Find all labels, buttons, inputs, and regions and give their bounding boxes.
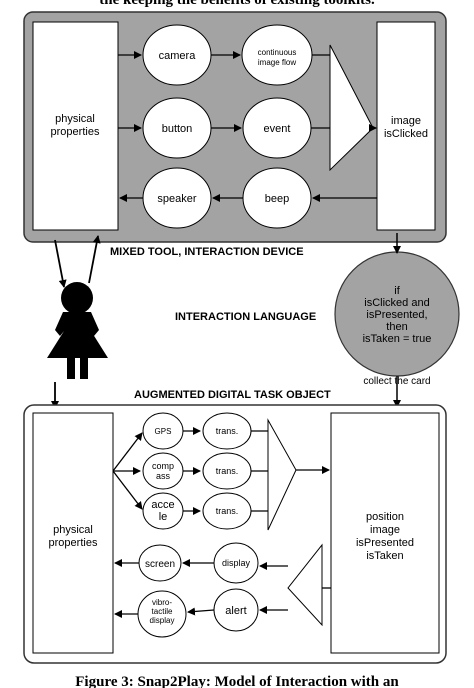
button-label: button bbox=[162, 123, 193, 135]
screen-label: screen bbox=[145, 559, 175, 570]
position-image-box bbox=[330, 412, 440, 654]
trans-label-2: trans. bbox=[216, 466, 239, 476]
mixed-tool-merge-triangle bbox=[329, 44, 374, 172]
header-text: the keeping the benefits of existing too… bbox=[99, 0, 375, 8]
task-physical-properties-label-line: physical bbox=[53, 524, 93, 536]
person-body bbox=[47, 312, 108, 358]
interaction-rule-text-line: isPresented, bbox=[366, 309, 427, 321]
vibrotactile-display-label-line: vibro- bbox=[152, 598, 172, 607]
task-physical-properties-box bbox=[32, 412, 114, 654]
gps-label: GPS bbox=[155, 427, 172, 436]
arrow-props-accel bbox=[112, 470, 143, 510]
beep-label: beep bbox=[265, 193, 289, 205]
interaction-rule-text-line: isTaken = true bbox=[363, 333, 432, 345]
speaker-label: speaker bbox=[157, 193, 196, 205]
mixed-tool-physical-properties-label-line: physical bbox=[55, 113, 95, 125]
person-left-leg bbox=[67, 357, 75, 379]
image-flow-label-line: continuous bbox=[258, 48, 297, 57]
camera-label: camera bbox=[159, 50, 197, 62]
arrow-person-to-device bbox=[88, 235, 101, 284]
position-image-label-line: isTaken bbox=[366, 550, 403, 562]
arrow-alert-vibro bbox=[187, 607, 215, 616]
display-label: display bbox=[222, 558, 251, 568]
sensor-merge-triangle bbox=[267, 418, 297, 531]
mixed-tool-physical-properties-label-line: properties bbox=[51, 126, 100, 138]
image-flow-label-line: image flow bbox=[258, 58, 296, 67]
image-isclicked-box bbox=[376, 21, 436, 231]
arrow-props-gps bbox=[112, 432, 143, 472]
vibrotactile-display-label-line: tactile bbox=[152, 607, 173, 616]
task-physical-properties-label-line: properties bbox=[49, 537, 98, 549]
trans-label-1: trans. bbox=[216, 426, 239, 436]
arrow-device-to-person bbox=[54, 239, 67, 288]
compass-label-line: ass bbox=[156, 471, 171, 481]
image-isclicked-label-line: image bbox=[391, 115, 421, 127]
accelerometer-label-line: acce bbox=[151, 499, 174, 511]
position-image-label-line: image bbox=[370, 524, 400, 536]
compass-label-line: comp bbox=[152, 461, 174, 471]
task-object-title: AUGMENTED DIGITAL TASK OBJECT bbox=[134, 389, 331, 401]
position-image-label-line: position bbox=[366, 511, 404, 523]
person-right-leg bbox=[80, 357, 88, 379]
figure-caption: Figure 3: Snap2Play: Model of Interactio… bbox=[75, 674, 399, 688]
trans-label-3: trans. bbox=[216, 506, 239, 516]
interaction-rule-text-line: if bbox=[394, 285, 400, 297]
alert-label: alert bbox=[225, 605, 246, 617]
event-label: event bbox=[264, 123, 291, 135]
image-isclicked-label-line: isClicked bbox=[384, 128, 428, 140]
output-split-triangle bbox=[287, 543, 323, 627]
mixed-tool-title: MIXED TOOL, INTERACTION DEVICE bbox=[110, 246, 304, 258]
position-image-label-line: isPresented bbox=[356, 537, 414, 549]
person-figure bbox=[47, 235, 108, 409]
accelerometer-label-line: le bbox=[159, 511, 168, 523]
vibrotactile-display-label-line: display bbox=[150, 616, 175, 625]
interaction-rule-text-line: then bbox=[386, 321, 407, 333]
interaction-language-title: INTERACTION LANGUAGE bbox=[175, 311, 316, 323]
interaction-rule-text-line: isClicked and bbox=[364, 297, 429, 309]
person-head bbox=[61, 282, 93, 314]
mixed-tool-physical-properties-box bbox=[32, 21, 119, 231]
